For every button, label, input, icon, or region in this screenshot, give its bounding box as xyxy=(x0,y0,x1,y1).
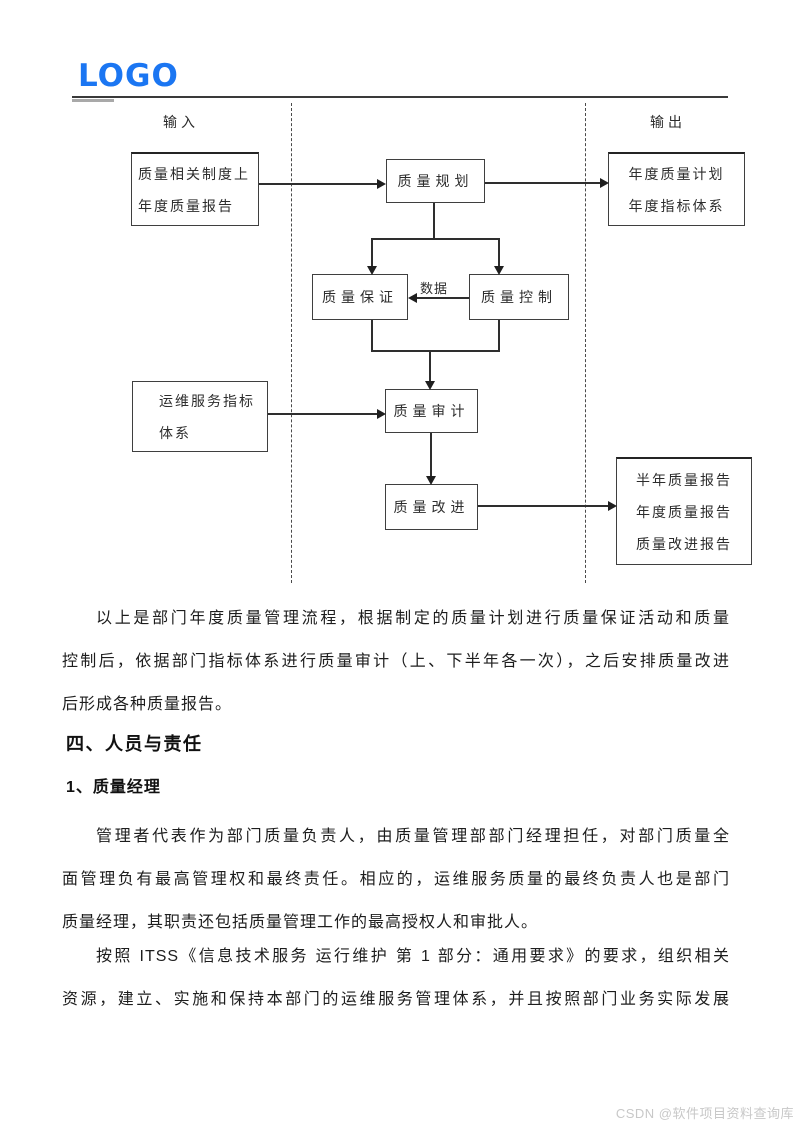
paragraph-process-summary: 以上是部门年度质量管理流程，根据制定的质量计划进行质量保证活动和质量 控制后，依… xyxy=(62,597,730,726)
process-box-quality-assurance: 质量保证 xyxy=(312,274,408,320)
box-text-line: 体系 xyxy=(159,424,191,441)
arrowhead-down-icon xyxy=(494,266,504,275)
paragraph-line: 控制后，依据部门指标体系进行质量审计（上、下半年各一次），之后安排质量改进 xyxy=(62,653,730,670)
connector-input2-to-audit xyxy=(268,413,377,415)
data-flow-label: 数据 xyxy=(420,281,449,296)
paragraph-line: 以上是部门年度质量管理流程，根据制定的质量计划进行质量保证活动和质量 xyxy=(96,610,730,627)
output-lane-divider xyxy=(585,103,586,583)
box-text-line: 质量改进报告 xyxy=(636,535,732,552)
box-text-line: 年度质量报告 xyxy=(138,197,234,214)
box-text-line: 质量保证 xyxy=(322,289,398,305)
connector-split-horizontal xyxy=(371,238,500,240)
process-box-quality-improvement: 质量改进 xyxy=(385,484,478,530)
paragraph-line: 管理者代表作为部门质量负责人，由质量管理部部门经理担任，对部门质量全 xyxy=(96,828,730,845)
header-rule xyxy=(72,96,728,98)
box-text-line: 年度质量计划 xyxy=(628,165,725,182)
output-lane-label: 输出 xyxy=(650,114,686,130)
subsection-heading-quality-manager: 1、质量经理 xyxy=(66,779,161,796)
box-text-line: 运维服务指标 xyxy=(159,392,255,409)
section-heading-personnel-responsibility: 四、人员与责任 xyxy=(66,734,203,754)
arrowhead-right-icon xyxy=(608,501,617,511)
process-box-quality-audit: 质量审计 xyxy=(385,389,478,433)
connector-assurance-down xyxy=(371,320,373,352)
arrowhead-left-icon xyxy=(408,293,417,303)
box-text-line: 质量相关制度上 xyxy=(138,165,250,182)
watermark-text: CSDN @软件项目资料查询库 xyxy=(615,1106,794,1121)
box-text-line: 半年质量报告 xyxy=(636,471,732,488)
box-text-line: 年度指标体系 xyxy=(628,197,725,214)
process-box-quality-control: 质量控制 xyxy=(469,274,569,320)
connector-planning-to-output1 xyxy=(485,182,600,184)
box-text-line: 质量控制 xyxy=(481,289,557,305)
box-text-line: 质量审计 xyxy=(393,403,470,419)
input-box-quality-regulations: 质量相关制度上 年度质量报告 xyxy=(131,152,259,226)
process-box-quality-planning: 质量规划 xyxy=(386,159,485,203)
company-logo: LOGO xyxy=(78,58,179,94)
paragraph-line: 面管理负有最高管理权和最终责任。相应的，运维服务质量的最终负责人也是部门 xyxy=(62,871,730,888)
paragraph-quality-manager-role: 管理者代表作为部门质量负责人，由质量管理部部门经理担任，对部门质量全 面管理负有… xyxy=(62,815,730,944)
box-text-line: 年度质量报告 xyxy=(636,503,732,520)
arrowhead-right-icon xyxy=(377,179,386,189)
connector-to-control xyxy=(498,240,500,266)
box-text-line: 质量改进 xyxy=(393,499,470,515)
input-lane-label: 输入 xyxy=(163,114,199,130)
connector-planning-down xyxy=(433,203,435,239)
box-text-line: 质量规划 xyxy=(397,173,474,189)
connector-audit-to-improvement xyxy=(430,433,432,476)
connector-control-to-assurance xyxy=(417,297,469,299)
paragraph-line: 资源，建立、实施和保持本部门的运维服务管理体系，并且按照部门业务实际发展 xyxy=(62,991,730,1008)
arrowhead-down-icon xyxy=(367,266,377,275)
input-box-ops-service-indicators: 运维服务指标 体系 xyxy=(132,381,268,452)
output-box-quality-reports: 半年质量报告 年度质量报告 质量改进报告 xyxy=(616,457,752,565)
output-box-annual-plan: 年度质量计划 年度指标体系 xyxy=(608,152,745,226)
paragraph-itss-requirements: 按照 ITSS《信息技术服务 运行维护 第 1 部分：通用要求》的要求，组织相关… xyxy=(62,935,730,1021)
connector-merge-to-audit xyxy=(429,352,431,381)
connector-merge-horizontal xyxy=(371,350,500,352)
connector-input1-to-planning xyxy=(259,183,377,185)
connector-to-assurance xyxy=(371,240,373,266)
arrowhead-right-icon xyxy=(377,409,386,419)
paragraph-line: 后形成各种质量报告。 xyxy=(62,696,233,713)
input-lane-divider xyxy=(291,103,292,583)
paragraph-line: 按照 ITSS《信息技术服务 运行维护 第 1 部分：通用要求》的要求，组织相关 xyxy=(96,948,730,965)
paragraph-line: 质量经理，其职责还包括质量管理工作的最高授权人和审批人。 xyxy=(62,914,539,931)
arrowhead-down-icon xyxy=(425,381,435,390)
connector-improvement-to-output2 xyxy=(478,505,608,507)
arrowhead-down-icon xyxy=(426,476,436,485)
header-rule-accent xyxy=(72,99,114,102)
arrowhead-right-icon xyxy=(600,178,609,188)
connector-control-down xyxy=(498,320,500,352)
